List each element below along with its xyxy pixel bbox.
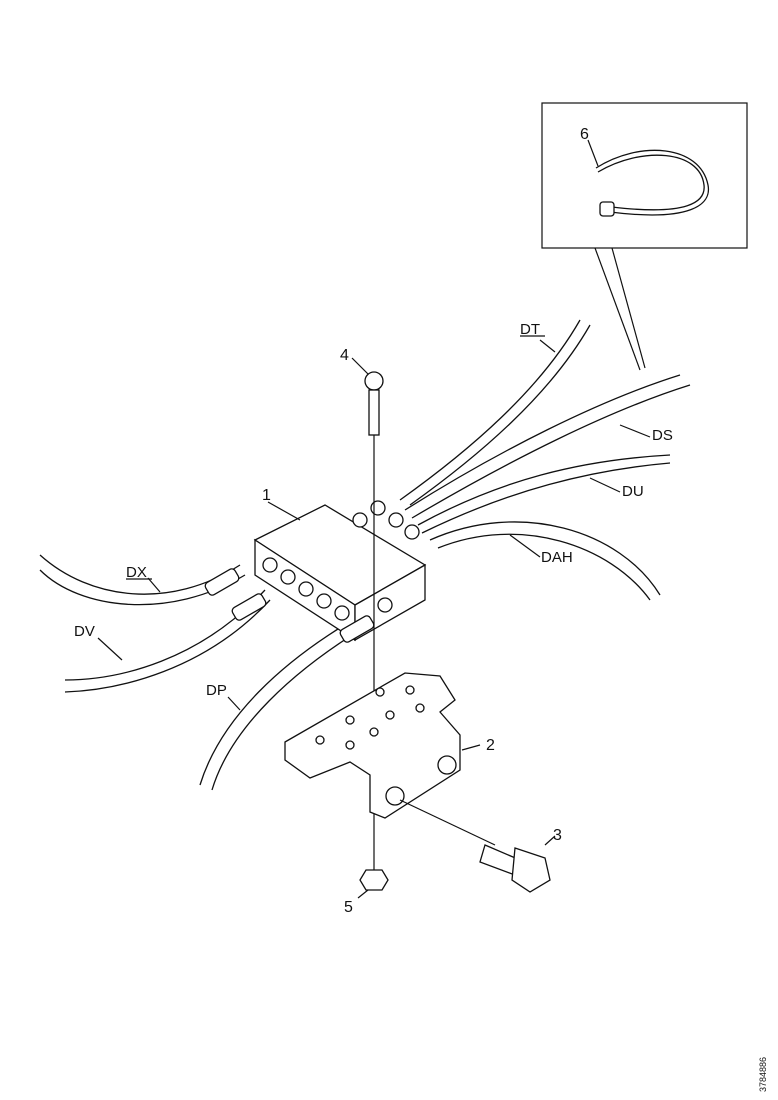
hose-dah-b [437, 533, 651, 601]
label-dv: DV [74, 623, 95, 640]
clamp-lock [599, 201, 615, 217]
fitting [316, 593, 332, 609]
bracket-hole [375, 687, 385, 697]
bracket-hole [385, 710, 395, 720]
bracket-hole [405, 685, 415, 695]
hose-dv-b [64, 599, 271, 693]
reference-number: 3784886 [758, 1057, 768, 1092]
fitting [404, 524, 420, 540]
bracket: 2 [284, 672, 495, 819]
label-dah: DAH [541, 549, 573, 566]
callout-5: 5 [344, 899, 353, 916]
inset-pointer-right [611, 247, 646, 369]
callout-4: 4 [340, 347, 349, 364]
leader-6 [587, 139, 599, 167]
nut: 5 [344, 869, 389, 916]
fitting [352, 512, 368, 528]
fitting [280, 569, 296, 585]
leader-dah [509, 534, 541, 558]
bracket-hole [315, 735, 325, 745]
fitting [298, 581, 314, 597]
bracket-hole [345, 740, 355, 750]
fitting [262, 557, 278, 573]
bracket-plate [284, 672, 461, 819]
screw-axis [399, 799, 496, 846]
clamp-band [595, 149, 710, 216]
inset-frame [541, 102, 748, 249]
hose-ds-a [404, 374, 681, 511]
leader-du [589, 477, 621, 493]
leader-dt [539, 339, 556, 353]
bracket-hole [345, 715, 355, 725]
clamp-band-inner [597, 154, 705, 211]
hose-ferrule [231, 593, 267, 621]
hose-dt-b [409, 324, 591, 506]
hose-ferrule [339, 615, 375, 643]
bracket-slot [437, 755, 457, 775]
bracket-slot [385, 786, 405, 806]
label-dp: DP [206, 682, 227, 699]
screw-head [511, 847, 551, 893]
hose-dah-a [429, 521, 661, 596]
leader-ds [619, 424, 651, 438]
leader-2 [461, 744, 481, 751]
bolt-head [364, 371, 384, 391]
screw: 3 [399, 799, 562, 893]
label-ds: DS [652, 427, 673, 444]
hose-du-b [421, 462, 671, 534]
distribution-block: 1 [204, 487, 427, 643]
hose-ds-b [411, 384, 691, 519]
hose-labels: DT DS DU DAH DX DV DP [74, 321, 673, 711]
label-du: DU [622, 483, 644, 500]
leader-5 [357, 889, 369, 899]
inset-pointer-left [594, 247, 641, 371]
leader-dp [227, 696, 241, 711]
fitting [377, 597, 393, 613]
callout-2: 2 [486, 737, 495, 754]
label-dt: DT [520, 321, 540, 338]
callout-6: 6 [580, 126, 589, 143]
fitting [334, 605, 350, 621]
leader-dx [147, 577, 161, 593]
leader-dv [97, 637, 123, 661]
callout-1: 1 [262, 487, 271, 504]
hose-ferrule [204, 568, 240, 596]
label-dx: DX [126, 564, 147, 581]
leader-4 [351, 357, 369, 375]
inset-detail: 6 [541, 102, 748, 371]
fitting [370, 500, 386, 516]
bracket-hole [415, 703, 425, 713]
fitting [388, 512, 404, 528]
hoses-right [399, 319, 691, 601]
bolt-shank [368, 389, 380, 436]
callout-3: 3 [553, 827, 562, 844]
bracket-hole [369, 727, 379, 737]
nut-body [359, 869, 389, 891]
hose-dt-a [399, 319, 581, 501]
leader-1 [267, 501, 301, 521]
leader-3 [544, 835, 556, 846]
hose-du-a [417, 454, 671, 526]
